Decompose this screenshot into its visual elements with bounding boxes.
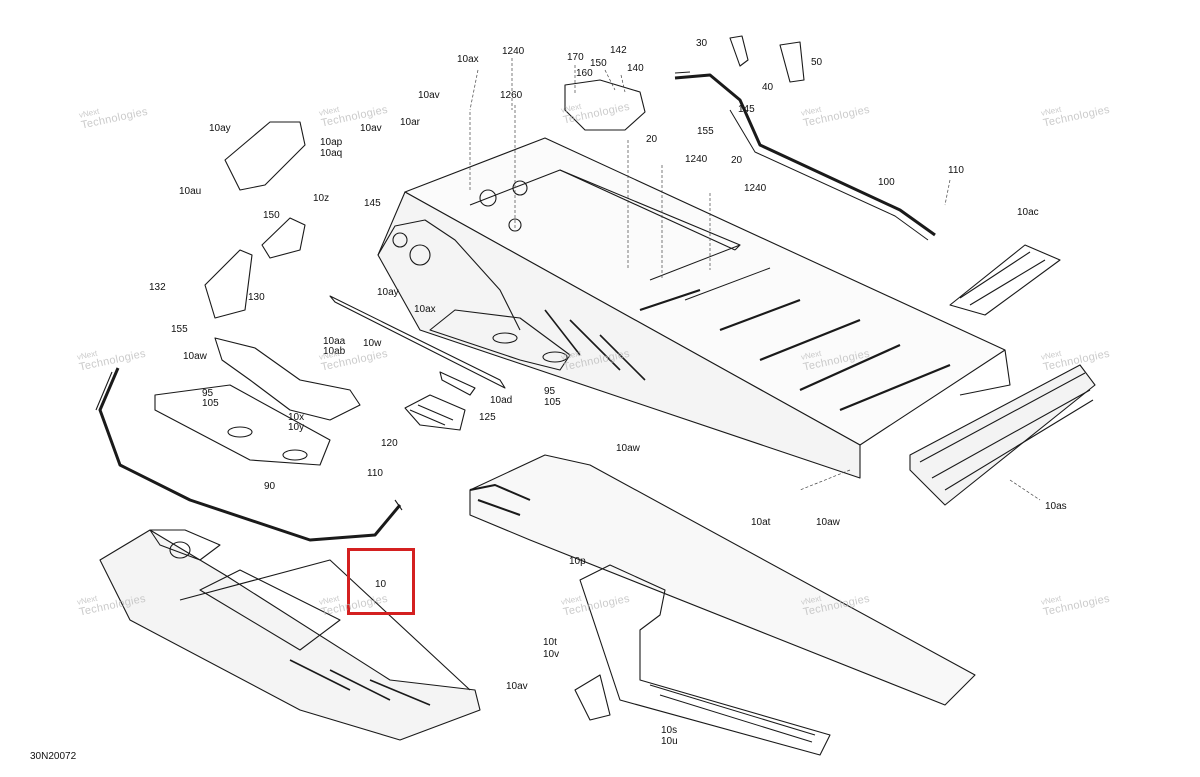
- callout-label: 10w: [363, 338, 382, 349]
- callout-label: 20: [646, 134, 658, 145]
- plate-95: [154, 384, 331, 466]
- handle-mount-140: [564, 79, 646, 131]
- bracket-30: [729, 35, 749, 67]
- callout-label: 20: [731, 155, 743, 166]
- front-rod: [98, 367, 402, 542]
- callout-label: 10z: [313, 193, 330, 204]
- callout-label: 10ar: [400, 117, 421, 128]
- callout-label: 10ac: [1017, 207, 1039, 218]
- callout-label: 145: [738, 104, 755, 115]
- callout-label: 10ab: [323, 346, 346, 357]
- heat-exchanger-10p: [469, 454, 976, 706]
- bracket-10ap: [224, 121, 306, 191]
- rear-handle-bar: [674, 73, 936, 237]
- callout-label: 40: [762, 82, 774, 93]
- footrest-120: [404, 394, 466, 431]
- callout-label: 10ay: [209, 123, 231, 134]
- callout-label: 10aq: [320, 148, 343, 159]
- assembled-tunnel: [99, 529, 481, 741]
- callout-label: 140: [627, 63, 644, 74]
- callout-label: 10x: [288, 412, 305, 423]
- callout-label: 10: [375, 579, 387, 590]
- callout-label: 130: [248, 292, 265, 303]
- callout-label: 10t: [543, 637, 557, 648]
- callout-label: 150: [590, 58, 607, 69]
- callout-label: 1240: [744, 183, 767, 194]
- callout-label: 10ad: [490, 395, 513, 406]
- support-10x: [214, 337, 361, 421]
- bracket-130: [204, 249, 253, 319]
- callout-label: 10ax: [414, 304, 436, 315]
- callout-label: 10aw: [816, 517, 840, 528]
- callout-label: 1240: [502, 46, 525, 57]
- callout-label: 10y: [288, 422, 305, 433]
- callout-label: 1260: [500, 90, 523, 101]
- bracket-40: [779, 41, 805, 83]
- callout-label: 170: [567, 52, 584, 63]
- callout-label: 90: [264, 481, 276, 492]
- callout-label: 10au: [179, 186, 202, 197]
- callout-label: 155: [697, 126, 714, 137]
- callout-label: 150: [263, 210, 280, 221]
- callout-label: 110: [367, 468, 383, 479]
- tunnel-side: [377, 191, 861, 479]
- callout-label: 10aw: [616, 443, 640, 454]
- callout-label: 155: [171, 324, 188, 335]
- callout-label: 10av: [360, 123, 382, 134]
- bracket-10z: [261, 217, 306, 259]
- bumper-bar: [329, 295, 506, 389]
- callout-label: 95: [202, 388, 214, 399]
- callout-label: 10av: [506, 681, 528, 692]
- callout-label: 30: [696, 38, 708, 49]
- callout-label: 110: [948, 165, 964, 176]
- callout-label: 125: [479, 412, 496, 423]
- callout-label: 10ay: [377, 287, 399, 298]
- callout-label: 10u: [661, 736, 678, 747]
- callout-label: 10ap: [320, 137, 343, 148]
- bracket-10ad: [439, 371, 476, 396]
- callout-label: 50: [811, 57, 823, 68]
- callout-label: 100: [878, 177, 895, 188]
- callout-label: 10at: [751, 517, 771, 528]
- callout-label: 95: [544, 386, 556, 397]
- callout-label: 120: [381, 438, 398, 449]
- callout-label: 105: [202, 398, 219, 409]
- callout-label: 10as: [1045, 501, 1067, 512]
- callout-label: 10aa: [323, 336, 346, 347]
- callout-label: 10av: [418, 90, 440, 101]
- callout-label: 10v: [543, 649, 560, 660]
- callout-label: 105: [544, 397, 561, 408]
- callout-label: 10s: [661, 725, 678, 736]
- callout-label: 160: [576, 68, 593, 79]
- callout-label: 132: [149, 282, 166, 293]
- highlight-box: [347, 548, 415, 615]
- snow-flap: [949, 244, 1061, 316]
- callout-label: 145: [364, 198, 381, 209]
- callout-label: 1240: [685, 154, 708, 165]
- callout-label: 10p: [569, 556, 586, 567]
- callout-label: 10aw: [183, 351, 207, 362]
- shield-10t: [579, 564, 831, 756]
- diagram-code: 30N20072: [30, 751, 77, 762]
- callout-label: 10ax: [457, 54, 479, 65]
- callout-label: 142: [610, 45, 627, 56]
